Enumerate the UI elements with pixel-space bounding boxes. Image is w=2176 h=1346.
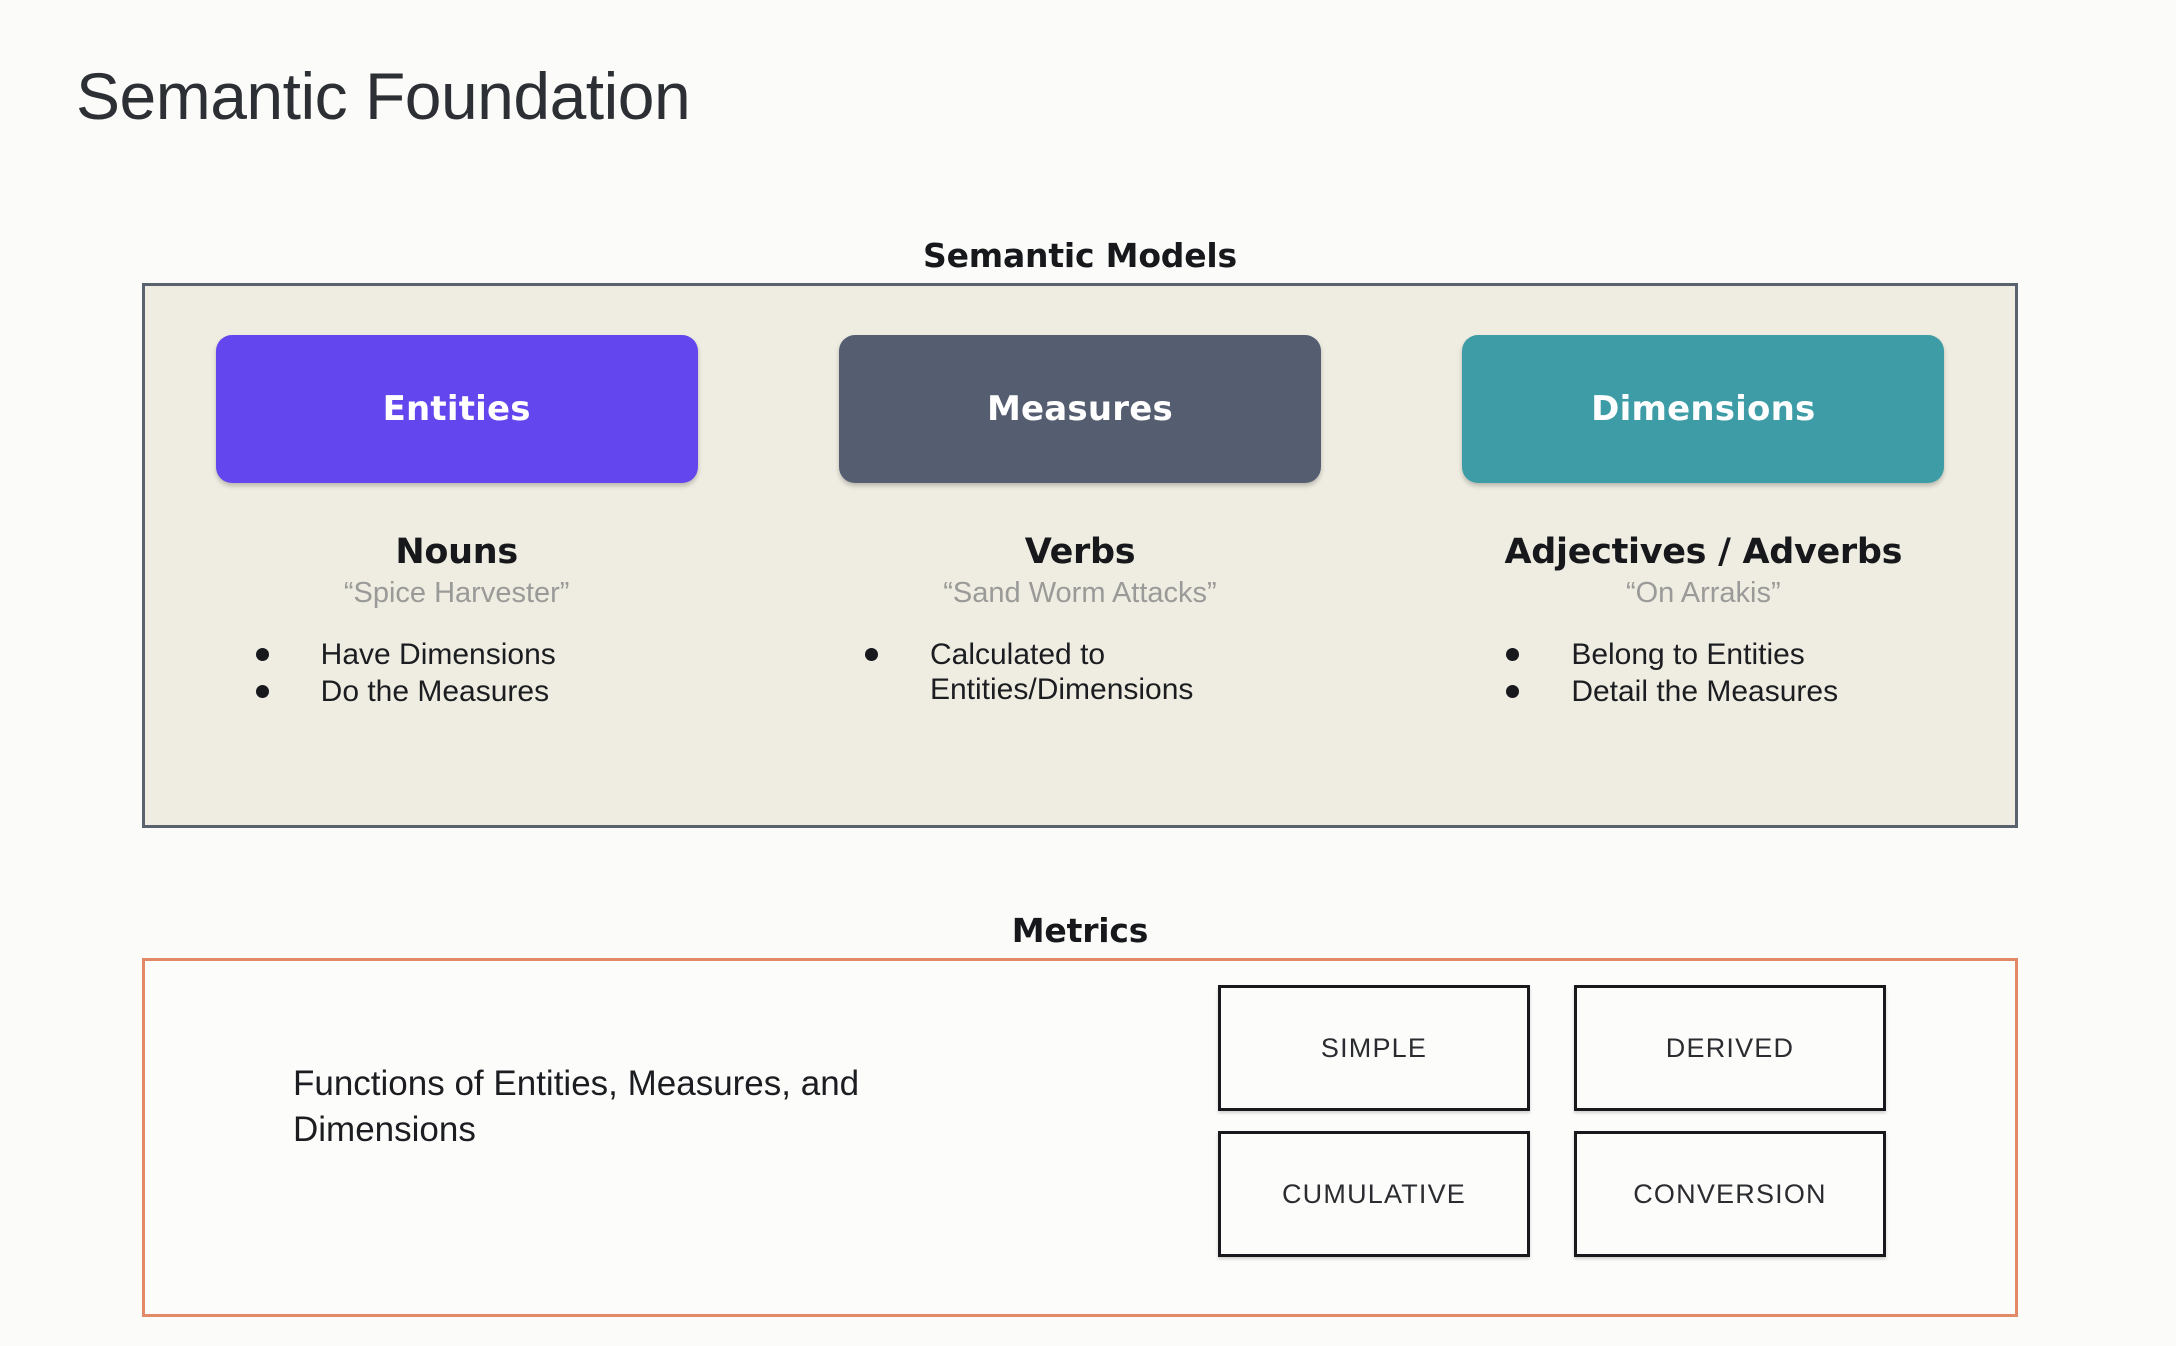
list-item-label: Do the Measures [320, 675, 550, 709]
metric-type-conversion-label: CONVERSION [1633, 1178, 1827, 1209]
list-item: Have Dimensions [255, 637, 676, 672]
semantic-model-column-measures: Measures Verbs “Sand Worm Attacks” Calcu… [768, 286, 1391, 825]
bullet-dot-icon [255, 685, 269, 699]
entities-example: “Spice Harvester” [343, 577, 570, 609]
bullet-dot-icon [1506, 685, 1520, 699]
metrics-type-grid: SIMPLE DERIVED CUMULATIVE CONVERSION [1218, 985, 1886, 1257]
measures-bullet-list: Calculated to Entities/Dimensions [855, 637, 1305, 710]
list-item-label: Belong to Entities [1571, 638, 1805, 671]
metric-type-cumulative[interactable]: CUMULATIVE [1218, 1131, 1530, 1257]
semantic-model-column-dimensions: Dimensions Adjectives / Adverbs “On Arra… [1392, 286, 2015, 825]
semantic-models-panel: Entities Nouns “Spice Harvester” Have Di… [142, 283, 2018, 828]
page-title: Semantic Foundation [76, 59, 691, 133]
dimensions-card[interactable]: Dimensions [1462, 335, 1945, 483]
list-item-label: Have Dimensions [320, 638, 556, 671]
dimensions-bullet-list: Belong to Entities Detail the Measures [1470, 637, 1936, 712]
list-item-label: Detail the Measures [1571, 675, 1839, 709]
entities-bullet-list: Have Dimensions Do the Measures [238, 637, 676, 712]
dimensions-card-label: Dimensions [1591, 389, 1816, 429]
metric-type-simple-label: SIMPLE [1320, 1032, 1428, 1063]
dimensions-part-of-speech: Adjectives / Adverbs [1504, 532, 1903, 572]
bullet-dot-icon [255, 648, 269, 661]
list-item: Belong to Entities [1506, 637, 1936, 672]
metric-type-derived[interactable]: DERIVED [1574, 985, 1886, 1111]
entities-card[interactable]: Entities [215, 335, 698, 483]
list-item-label: Calculated to Entities/Dimensions [929, 638, 1194, 707]
metric-type-derived-label: DERIVED [1665, 1032, 1795, 1063]
semantic-models-columns: Entities Nouns “Spice Harvester” Have Di… [145, 286, 2015, 825]
measures-card[interactable]: Measures [838, 335, 1321, 483]
bullet-dot-icon [1506, 648, 1520, 661]
semantic-models-header: Semantic Models [923, 236, 1237, 275]
measures-part-of-speech: Verbs [1024, 532, 1136, 572]
list-item: Do the Measures [255, 674, 676, 709]
measures-card-label: Measures [987, 389, 1173, 429]
semantic-model-column-entities: Entities Nouns “Spice Harvester” Have Di… [145, 286, 768, 825]
dimensions-example: “On Arrakis” [1625, 577, 1781, 609]
entities-part-of-speech: Nouns [395, 532, 518, 572]
metric-type-simple[interactable]: SIMPLE [1218, 985, 1530, 1111]
metric-type-conversion[interactable]: CONVERSION [1574, 1131, 1886, 1257]
bullet-dot-icon [864, 648, 878, 661]
metric-type-cumulative-label: CUMULATIVE [1281, 1178, 1467, 1209]
list-item: Calculated to Entities/Dimensions [864, 637, 1305, 708]
metrics-description: Functions of Entities, Measures, and Dim… [293, 1064, 860, 1150]
metrics-header: Metrics [1011, 911, 1149, 950]
entities-card-label: Entities [382, 389, 531, 429]
list-item: Detail the Measures [1506, 674, 1936, 709]
metrics-panel: Functions of Entities, Measures, and Dim… [142, 958, 2018, 1317]
measures-example: “Sand Worm Attacks” [943, 577, 1217, 609]
